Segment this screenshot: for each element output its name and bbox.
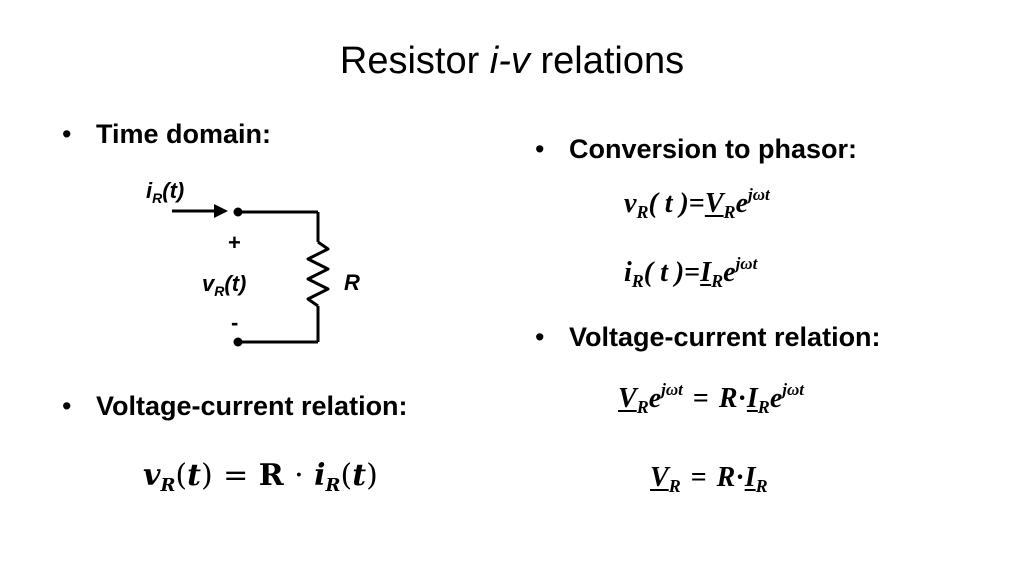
bullet-dot: •	[535, 134, 545, 164]
eq-equals: =	[223, 458, 249, 493]
page-title: Resistor i-v relations	[0, 40, 1024, 83]
title-suffix: relations	[529, 40, 685, 82]
eq-sub: R	[160, 475, 176, 496]
circuit-current-label: iR(t)	[146, 178, 184, 206]
bullet-dot: •	[62, 391, 72, 421]
eq-v: v	[143, 458, 161, 493]
plus-sign: +	[228, 230, 241, 255]
phasor-simplified-equation: VR=R·IR	[650, 462, 768, 496]
bullet-text: Voltage-current relation:	[96, 391, 408, 421]
bullet-dot: •	[535, 322, 545, 352]
title-prefix: Resistor	[339, 40, 490, 82]
bullet-dot: •	[62, 119, 72, 149]
time-domain-equation: vR(t) = R · iR(t)	[143, 458, 378, 496]
bottom-terminal	[233, 337, 243, 347]
resistor-zigzag	[306, 240, 330, 308]
eq-t: t	[352, 458, 367, 493]
phasor-relation-equation: VRejωt=R·IRejωt	[618, 380, 804, 417]
eq-R: R	[258, 458, 284, 493]
bullet-voltage-current-right: • Voltage-current relation:	[535, 322, 881, 353]
resistor-label: R	[344, 270, 360, 295]
eq-dot: ·	[294, 458, 304, 493]
circuit-voltage-label: vR(t)	[202, 271, 246, 299]
minus-sign: -	[231, 310, 238, 335]
eq-i: i	[314, 458, 326, 493]
phasor-current-equation: iR( t )=IRejωt	[624, 254, 758, 291]
title-italic: i-v	[489, 40, 530, 82]
eq-sub: R	[325, 475, 341, 496]
current-arrow-head	[214, 204, 228, 218]
bullet-text: Voltage-current relation:	[569, 322, 881, 352]
bullet-voltage-current-left: • Voltage-current relation:	[62, 391, 408, 422]
bullet-time-domain: • Time domain:	[62, 119, 271, 150]
eq-t: t	[187, 458, 201, 493]
resistor-circuit-diagram: iR(t) + vR(t) - R	[146, 178, 360, 347]
bullet-text: Conversion to phasor:	[569, 134, 858, 164]
bullet-conversion: • Conversion to phasor:	[535, 134, 857, 165]
bullet-text: Time domain:	[96, 119, 272, 149]
phasor-voltage-equation: vR( t )=VRejωt	[624, 185, 770, 222]
